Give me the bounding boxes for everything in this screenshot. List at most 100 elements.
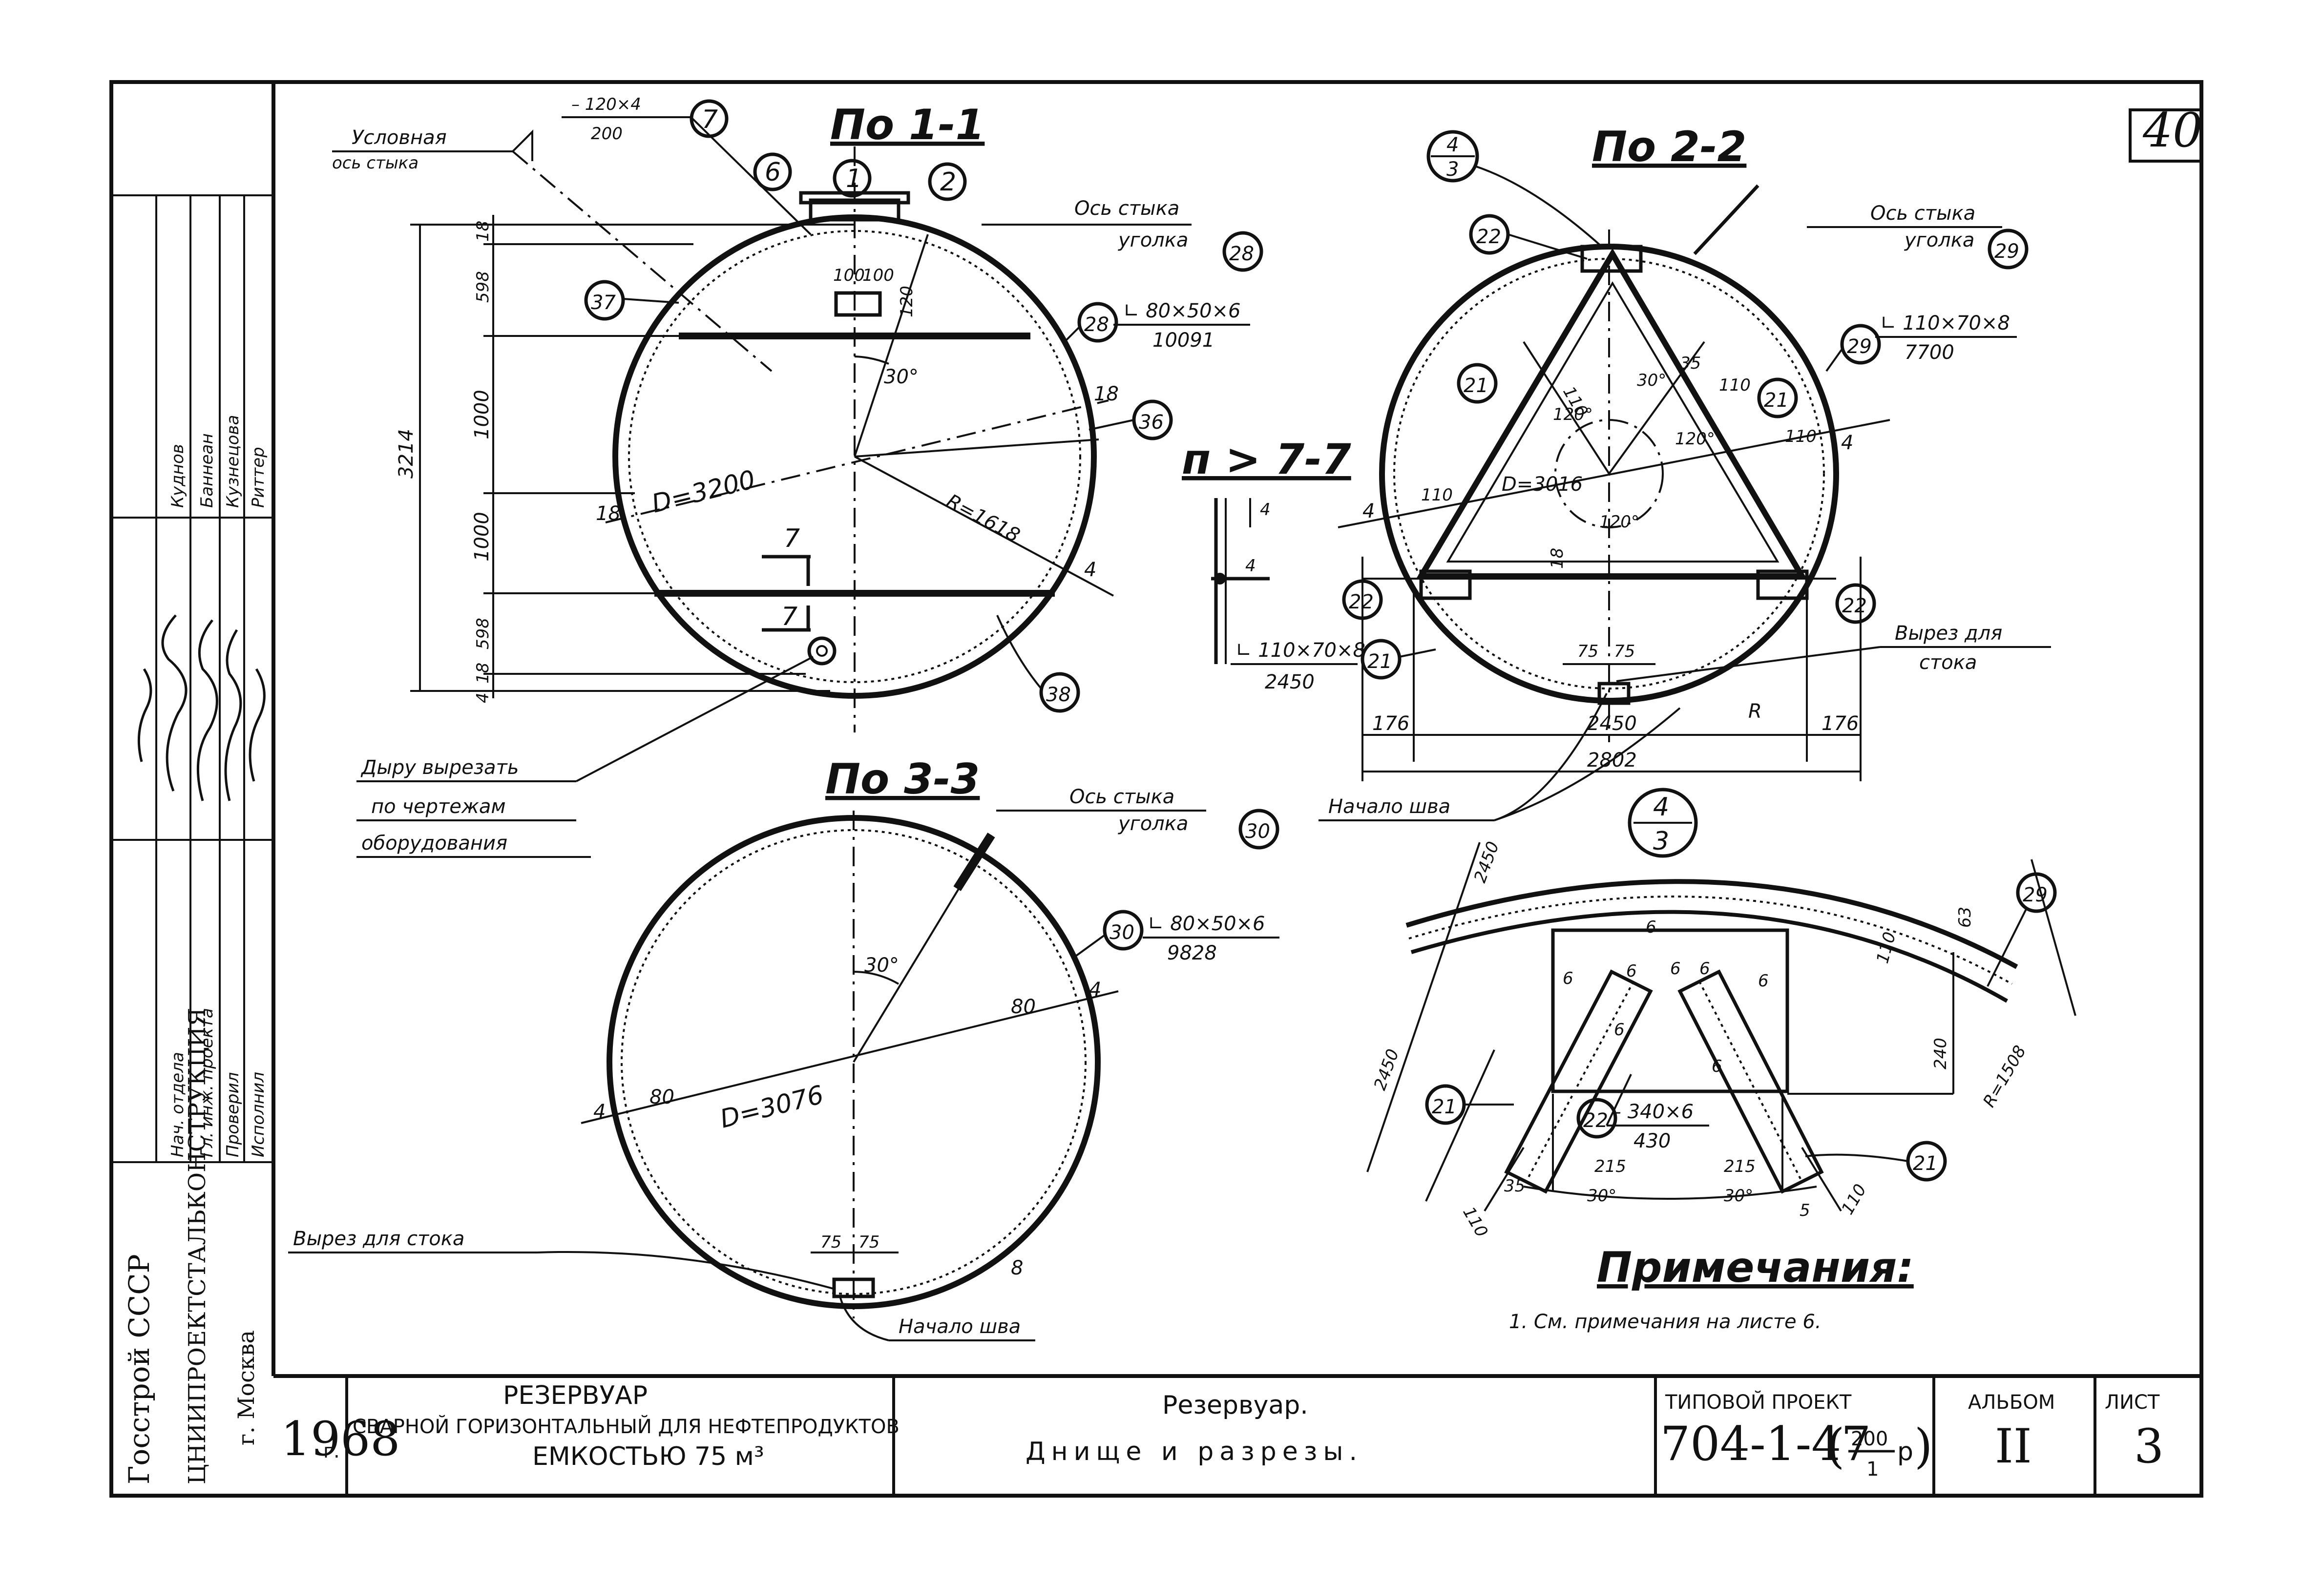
label-os-styka-3b: уголка: [1118, 813, 1188, 835]
view-section-7-7: п > 7-7 4 4 ∟ 110×70×8 2450: [1182, 435, 1365, 693]
dim-80-b: 80: [1011, 996, 1036, 1018]
title-object-2: СВАРНОЙ ГОРИЗОНТАЛЬНЫЙ ДЛЯ НЕФТЕПРОДУКТО…: [353, 1415, 900, 1438]
dim-18-left: 18: [596, 502, 621, 525]
drain-fitting: [807, 636, 837, 666]
dim-75-a: 75: [1577, 642, 1598, 661]
det-35: 35: [1504, 1176, 1525, 1196]
org-institute: ЦНИИПРОЕКТСТАЛЬКОНСТРУКЦИЯ: [184, 1008, 211, 1484]
notes-item-1: 1. См. примечания на листе 6.: [1509, 1311, 1822, 1333]
cut-mark-7-bottom: 7: [781, 602, 797, 631]
label-lyuk-1: Дыру вырезать: [360, 756, 519, 779]
title-project-no: 704-1-47: [1660, 1417, 1871, 1471]
dim-18-top: 18: [473, 221, 493, 242]
det-110-b: 110: [1838, 1181, 1870, 1218]
org-gosstroy: Госстрой СССР: [123, 1254, 156, 1484]
title-sheet-1: Резервуар.: [1162, 1391, 1308, 1420]
svg-text:30: 30: [1245, 820, 1270, 843]
label-vyrez-2: стока: [1919, 651, 1977, 674]
signature-2: [196, 619, 218, 801]
weld-6-f: 6: [1758, 971, 1769, 991]
svg-text:21: 21: [1764, 389, 1789, 412]
dim-100-left: 100: [833, 266, 865, 285]
dim-120: 120: [897, 286, 917, 317]
dim-35: 35: [1680, 354, 1701, 373]
label-os-styka-2a: Ось стыка: [1870, 202, 1975, 225]
balloon-36: 36: [1132, 399, 1173, 440]
balloon-21-c: 21: [1361, 639, 1402, 680]
left-info-strip: Куднов Баннеан Кузнецова Риттер Нач. отд…: [111, 194, 273, 1484]
detail-angle-left: [1504, 969, 1653, 1194]
svg-text:3: 3: [1446, 158, 1459, 181]
label-angle-21-bot: 2450: [1265, 671, 1315, 693]
weld-6-c: 6: [1626, 961, 1637, 981]
dim-4-right: 4: [1084, 559, 1096, 581]
dim-75-b: 75: [1614, 642, 1635, 661]
title-project-label: ТИПОВОЙ ПРОЕКТ: [1665, 1390, 1852, 1414]
notes: Примечания: 1. См. примечания на листе 6…: [1509, 1243, 1914, 1333]
svg-text:36: 36: [1139, 411, 1164, 434]
dim-18-22: 18: [1548, 548, 1567, 569]
label-nachalo-2-2: Начало шва: [1328, 795, 1450, 818]
svg-text:22: 22: [1349, 591, 1374, 613]
det-plate-top: – 340×6: [1612, 1101, 1694, 1123]
svg-text:29: 29: [2023, 884, 2048, 906]
balloon-28-a: 28: [1222, 231, 1263, 272]
det-r1508: R=1508: [1979, 1042, 2030, 1110]
section-title-2-2: По 2-2: [1592, 123, 1746, 171]
dim-18-bottom: 18: [473, 663, 493, 684]
det-240: 240: [1931, 1038, 1950, 1069]
title-year-suffix: г.: [323, 1440, 340, 1462]
label-angle-29-bot: 7700: [1905, 341, 1954, 364]
dim-110-c: 110: [1785, 427, 1817, 446]
svg-text:37: 37: [591, 292, 616, 314]
balloon-ref-4-3-top: 4 3: [1426, 130, 1479, 183]
svg-text:21: 21: [1432, 1096, 1457, 1118]
label-angle-28-bot: 10091: [1152, 329, 1214, 352]
svg-text:3: 3: [1653, 827, 1669, 856]
strip-role-3: Проверил: [223, 1072, 243, 1157]
view-detail-node: – 340×6 430 215 215 30° 30° 110 110 35 5…: [1366, 839, 2076, 1241]
balloon-28-b: 28: [1077, 302, 1118, 343]
dim-angle-30-2: 30°: [1637, 371, 1666, 390]
strip-name-3: Кузнецова: [223, 415, 243, 508]
title-project-frac-suffix: р: [1897, 1437, 1913, 1466]
svg-text:6: 6: [765, 158, 781, 187]
d-3016: D=3016: [1502, 473, 1583, 496]
balloon-29-c: 29: [2016, 872, 2057, 913]
sheet-corner-number: 40: [2142, 103, 2202, 158]
svg-text:21: 21: [1367, 650, 1392, 673]
det-5: 5: [1800, 1201, 1810, 1220]
det-30-b: 30°: [1724, 1186, 1753, 1206]
d-3200: D=3200: [649, 465, 758, 519]
section-title-3-3: По 3-3: [825, 755, 980, 804]
balloon-1: 1: [833, 159, 872, 198]
r-1618: R=1618: [942, 490, 1024, 547]
signature-4: [249, 668, 266, 782]
det-110-c: 110: [1873, 930, 1900, 965]
strip-name-2: Баннеан: [197, 433, 217, 508]
title-project-paren-r: ): [1914, 1419, 1932, 1474]
cut-mark-7-top: 7: [784, 524, 800, 553]
dim-3214: 3214: [395, 429, 418, 479]
weld-6-e: 6: [1699, 959, 1710, 979]
svg-text:2: 2: [940, 167, 956, 197]
dim-1000-lower: 1000: [471, 512, 493, 562]
title-album-label: АЛЬБОМ: [1968, 1391, 2055, 1414]
det-2450: 2450: [1370, 1046, 1403, 1093]
title-year: 1968: [281, 1412, 400, 1466]
section-title-7-7: п > 7-7: [1182, 435, 1351, 484]
dim-angle-120-a: 120°: [1553, 405, 1593, 424]
svg-text:28: 28: [1084, 313, 1109, 336]
label-nachalo-3-3: Начало шва: [899, 1315, 1021, 1338]
dim-angle-30-1: 30°: [884, 366, 919, 388]
dim-4-left-22: 4: [1362, 500, 1375, 522]
svg-text:28: 28: [1229, 243, 1254, 265]
balloon-22-d: 22: [1576, 1098, 1617, 1139]
weld-6-a: 6: [1646, 918, 1656, 937]
balloon-37: 37: [584, 280, 625, 321]
svg-text:21: 21: [1464, 375, 1488, 397]
title-sheet-no: 3: [2134, 1419, 2164, 1474]
title-block: 1968 г. РЕЗЕРВУАР СВАРНОЙ ГОРИЗОНТАЛЬНЫЙ…: [281, 1376, 2164, 1496]
balloon-2: 2: [928, 162, 967, 201]
